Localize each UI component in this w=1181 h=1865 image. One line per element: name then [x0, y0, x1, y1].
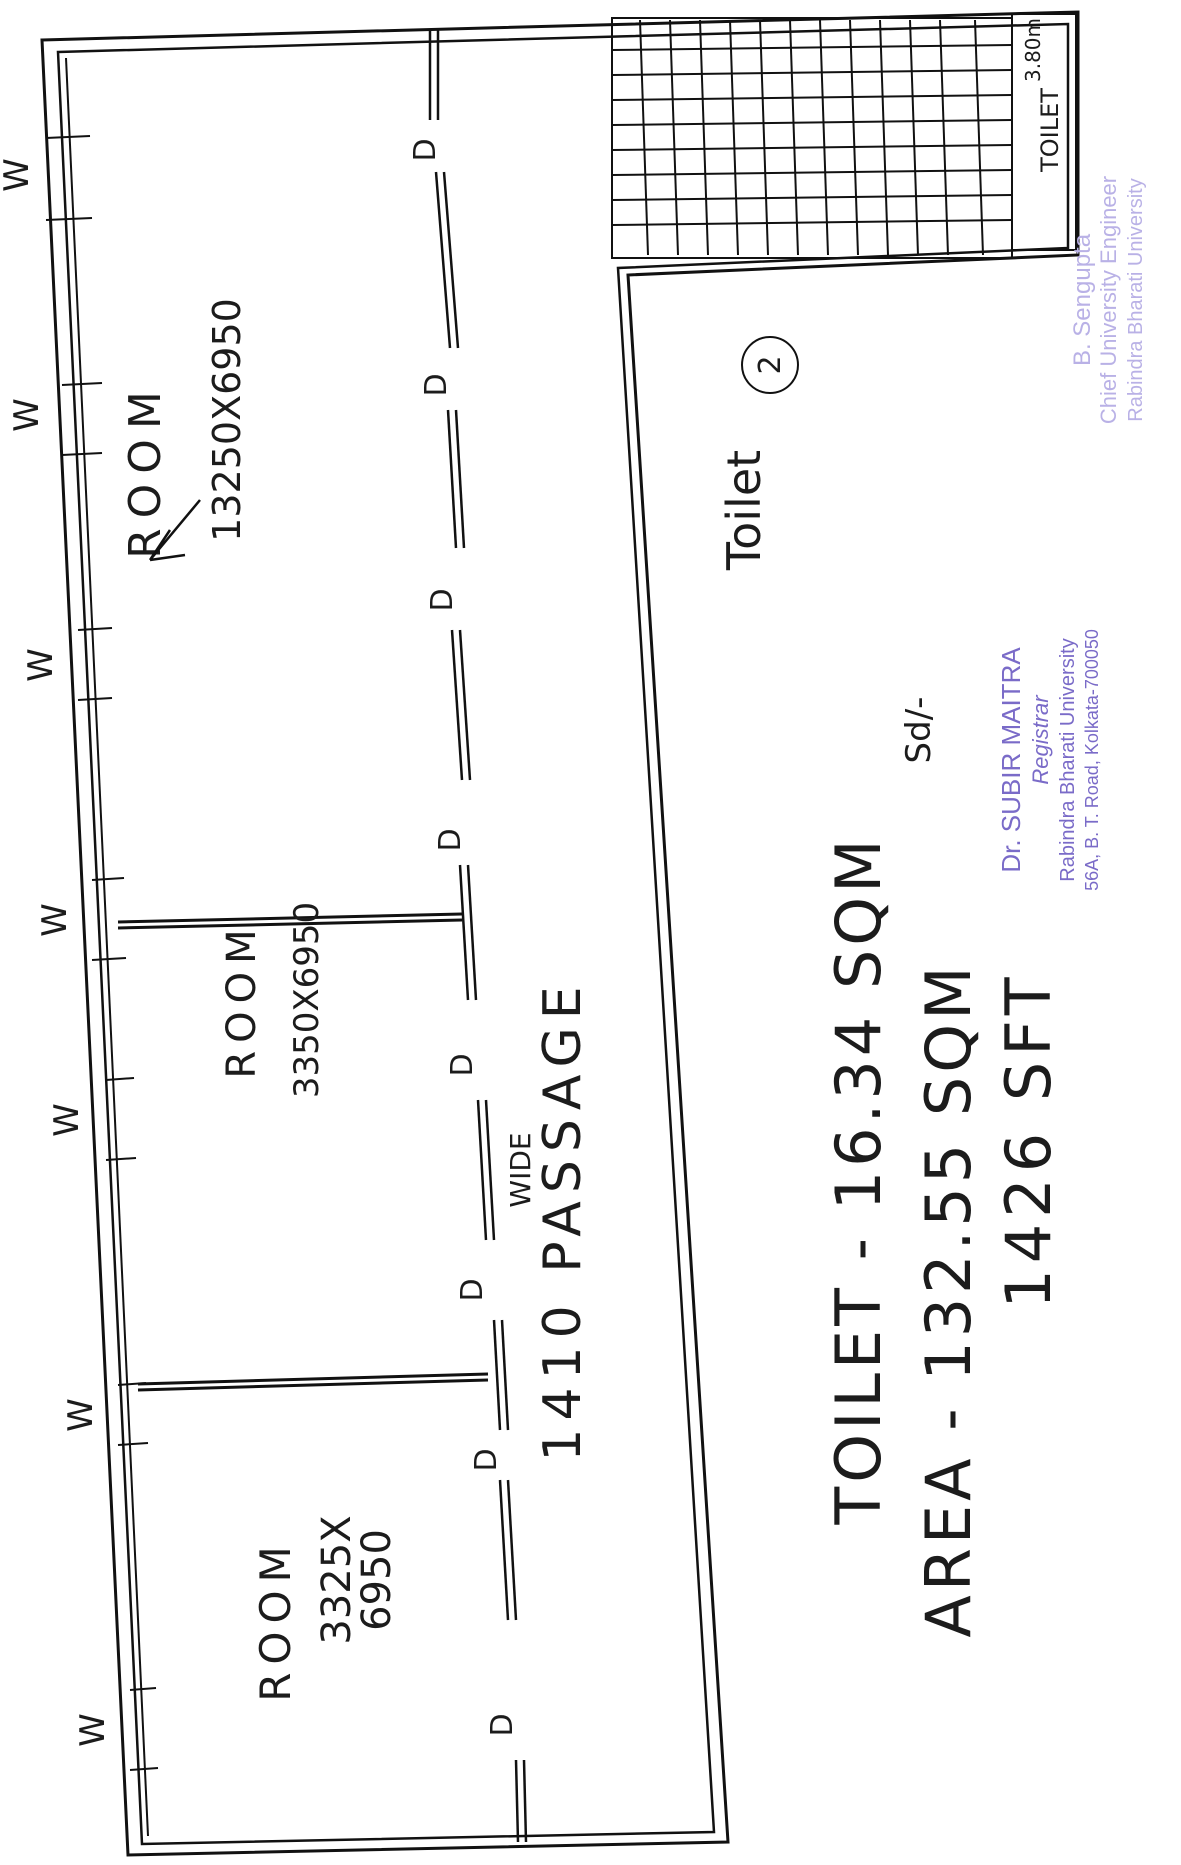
initials: Sd/-: [899, 697, 939, 764]
door-marker-8: D: [485, 1713, 520, 1736]
toilet-box: TOILET 3.80m: [1011, 13, 1077, 251]
window-marker-4: W: [35, 903, 75, 937]
window-marker-3: W: [21, 648, 61, 682]
door-marker-7: D: [469, 1448, 504, 1471]
registrar-stamp: Dr. SUBIR MAITRA Registrar Rabindra Bhar…: [996, 629, 1102, 891]
passage-line: [428, 30, 528, 1843]
door-markers: D D D D D D D D: [408, 138, 520, 1736]
outer-walls: [40, 10, 1080, 1857]
room-1-arrow: [148, 499, 201, 562]
registrar-name: Dr. SUBIR MAITRA: [996, 647, 1026, 873]
window-marker-6: W: [61, 1398, 101, 1432]
engineer-university: Rabindra Bharati University: [1125, 178, 1147, 421]
room-3-label: ROOM: [251, 1538, 300, 1702]
toilet-box-label: TOILET: [1036, 88, 1064, 173]
passage-width-label: WIDE: [504, 1132, 537, 1207]
room-1-dims: 13250X6950: [205, 298, 249, 542]
registrar-address: 56A, B. T. Road, Kolkata-700050: [1082, 629, 1102, 891]
staircase: [611, 17, 1013, 259]
toilet-area-line: TOILET - 16.34 SQM: [822, 835, 895, 1525]
window-marker-1: W: [0, 158, 37, 192]
window-marker-2: W: [7, 398, 47, 432]
toilet-note-text: Toilet: [717, 450, 771, 571]
engineer-title: Chief University Engineer: [1096, 176, 1121, 424]
room-2-label: ROOM: [219, 921, 265, 1078]
room-2-dims: 3350X6950: [287, 902, 327, 1098]
toilet-note: Toilet 2: [717, 336, 799, 571]
passage-text: 1410 PASSAGE: [533, 978, 593, 1461]
sft-line: 1426 SFT: [992, 971, 1065, 1308]
room-3: ROOM 3325X 6950: [251, 1515, 400, 1701]
room-1-label: ROOM: [120, 381, 171, 559]
door-marker-2: D: [419, 373, 454, 396]
registrar-university: Rabindra Bharati University: [1057, 638, 1079, 881]
area-summary: TOILET - 16.34 SQM AREA - 132.55 SQM 142…: [822, 697, 1065, 1638]
toilet-circle: [741, 336, 799, 394]
total-area-line: AREA - 132.55 SQM: [912, 962, 985, 1637]
room-partitions: [117, 912, 489, 1392]
window-markers: W W W W W W W: [0, 135, 159, 1771]
room-3-dims-line2: 6950: [354, 1529, 400, 1631]
window-marker-5: W: [47, 1103, 87, 1137]
engineer-name: B. Sengupta: [1069, 233, 1096, 366]
door-marker-1: D: [408, 138, 443, 161]
window-marker-7: W: [73, 1713, 113, 1747]
room-2: ROOM 3350X6950: [219, 902, 327, 1098]
toilet-box-size: 3.80m: [1021, 18, 1045, 82]
door-marker-5: D: [445, 1053, 480, 1076]
door-marker-4: D: [433, 828, 468, 851]
door-marker-3: D: [425, 588, 460, 611]
door-marker-6: D: [455, 1278, 490, 1301]
room-1: ROOM 13250X6950: [120, 298, 249, 562]
toilet-circle-number: 2: [753, 355, 788, 374]
passage-label: WIDE 1410 PASSAGE: [504, 978, 593, 1461]
registrar-title: Registrar: [1028, 694, 1053, 785]
engineer-stamp: B. Sengupta Chief University Engineer Ra…: [1069, 176, 1147, 424]
room-3-dims-line1: 3325X: [314, 1515, 360, 1644]
